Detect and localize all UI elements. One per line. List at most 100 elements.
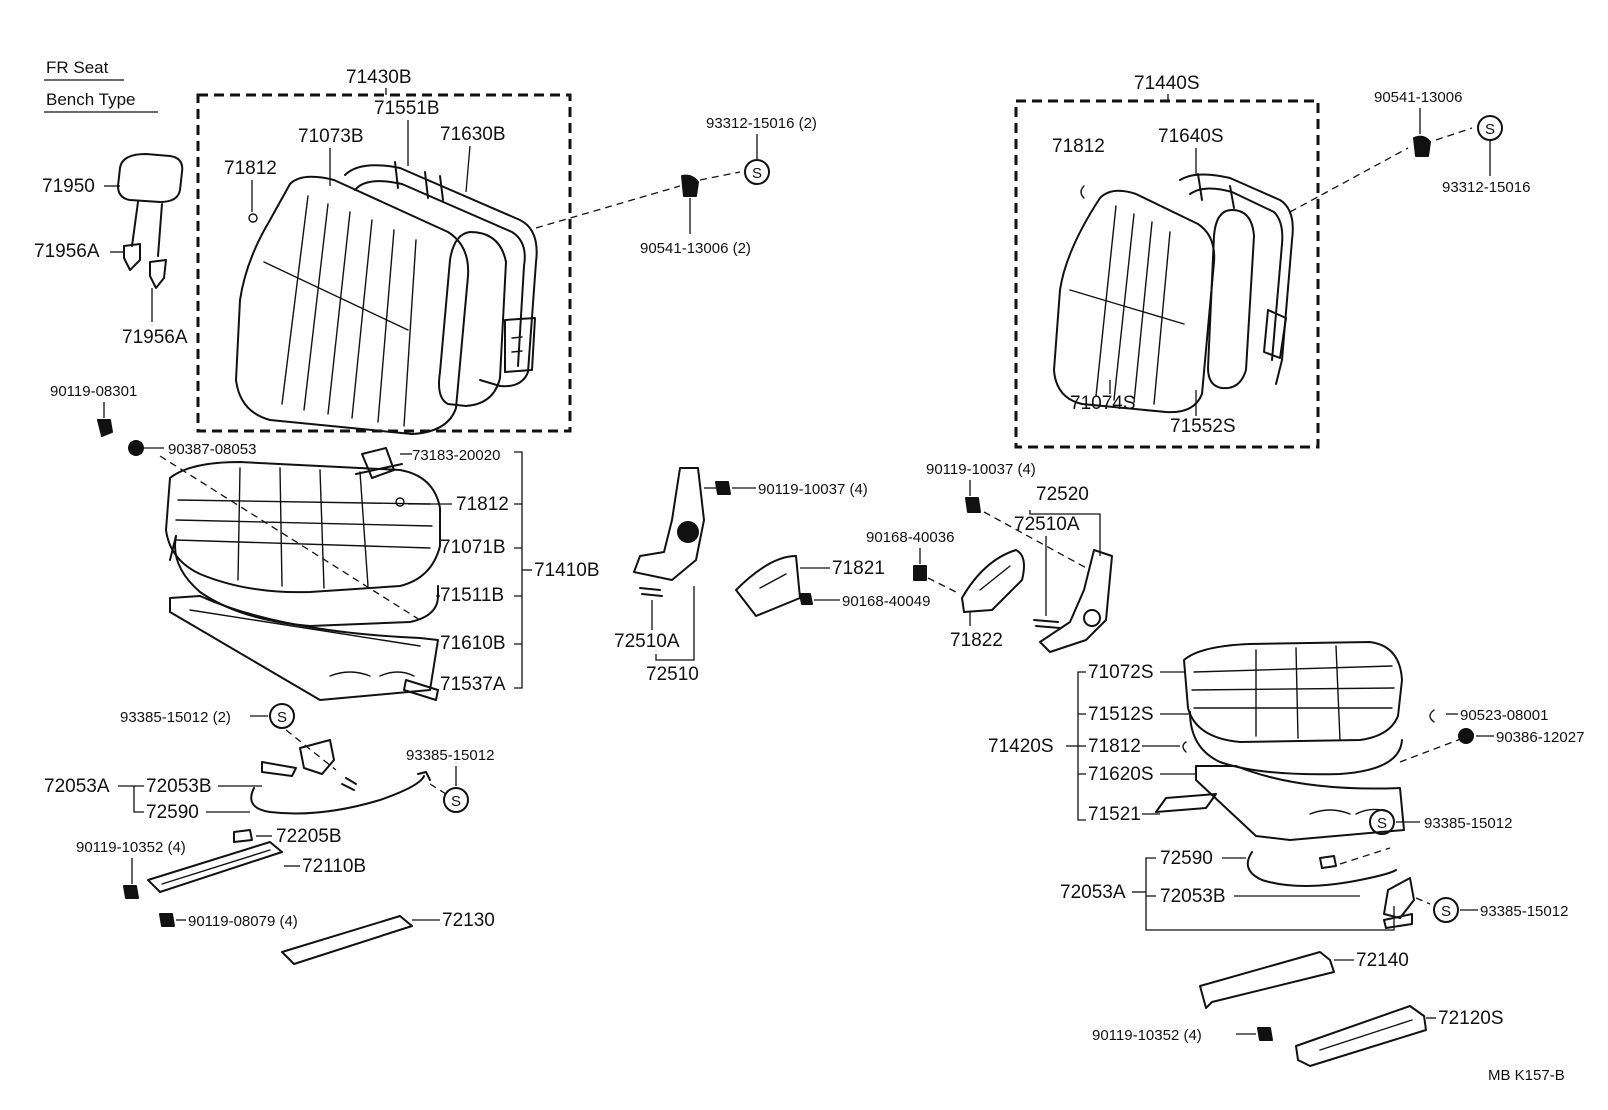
label-93312-15016: 93312-15016 (1442, 179, 1530, 196)
hinge-cover-icon (355, 447, 403, 479)
screw-icon-2 (913, 565, 927, 581)
rail-icon-72110B (147, 841, 283, 893)
clip-icon (248, 213, 258, 223)
label-90541-13006-2: 90541-13006 (2) (640, 240, 751, 257)
label-90168-40036: 90168-40036 (866, 529, 954, 546)
left-adjuster-group: 93385-15012 (2) S 93385-15012 S 72053A 7… (44, 703, 495, 965)
lever-icon-right (1383, 877, 1415, 919)
right-hinge-group: 90119-10037 (4) 72520 72510A (926, 461, 1113, 653)
label-90387-08053: 90387-08053 (168, 441, 256, 458)
bolt-icon-rail-left-2 (159, 913, 175, 927)
svg-text:S: S (1485, 121, 1495, 138)
label-71630B: 71630B (440, 124, 506, 145)
screw-icon (799, 593, 813, 605)
label-72590-l: 72590 (146, 802, 199, 823)
stamp-icon-adjuster-right (1433, 897, 1459, 923)
label-71512S: 71512S (1088, 704, 1154, 725)
label-71950: 71950 (42, 176, 95, 197)
bolt-icon-rail-right (1257, 1027, 1273, 1041)
label-71956A-a: 71956A (34, 241, 100, 262)
hinge-icon (633, 467, 705, 581)
right-seatback-group: 71440S 71812 71640S 71074S 71552S (1014, 73, 1320, 449)
label-90523-08001: 90523-08001 (1460, 707, 1548, 724)
label-90119-10037-4-a: 90119-10037 (4) (758, 481, 868, 498)
spring-icon (639, 587, 663, 597)
spring-icon-2 (1033, 619, 1061, 629)
stamp-icon-cushion-right (1369, 809, 1395, 835)
label-71410B: 71410B (534, 560, 600, 581)
label-72590-r: 72590 (1160, 848, 1213, 869)
label-71640S: 71640S (1158, 126, 1224, 147)
label-71073B: 71073B (298, 126, 364, 147)
svg-text:S: S (1441, 903, 1451, 920)
clip-icon-right-2 (1429, 709, 1435, 723)
bolt-icon-rail-left (123, 885, 139, 899)
label-72120S: 72120S (1438, 1008, 1504, 1029)
hinge-pivot-icon (677, 521, 699, 543)
bolt-icon-hinge-2 (965, 497, 981, 513)
cap-icon-right (1413, 135, 1431, 157)
label-71521: 71521 (1088, 804, 1141, 825)
svg-text:S: S (752, 165, 762, 182)
cap-icon (681, 174, 699, 197)
rail-icon-72120S (1295, 1005, 1427, 1067)
label-71072S: 71072S (1088, 662, 1154, 683)
label-71074S: 71074S (1070, 393, 1136, 414)
svg-text:S: S (277, 709, 287, 726)
left-back-fasteners: S 93312-15016 (2) 90541-13006 (2) (535, 115, 817, 257)
lever-handle-icon-right (1383, 913, 1413, 929)
left-seatback-boundary (196, 93, 572, 433)
label-71440S: 71440S (1134, 73, 1200, 94)
clip-icon-right (1080, 185, 1085, 199)
stamp-icon-adjuster-left-2 (443, 787, 469, 813)
label-71620S: 71620S (1088, 764, 1154, 785)
lever-handle-icon (261, 761, 297, 777)
nut-icon (128, 440, 144, 456)
label-72205B: 72205B (276, 826, 342, 847)
left-cushion-group: 90119-08301 90387-08053 73183-20020 7181… (50, 383, 600, 701)
right-seatback-boundary (1014, 99, 1320, 449)
label-71812-back-right: 71812 (1052, 136, 1105, 157)
rail-icon-72130 (281, 915, 413, 965)
label-93385-15012-l: 93385-15012 (406, 747, 494, 764)
label-72110B: 72110B (302, 856, 366, 877)
label-93385-15012-r2: 93385-15012 (1480, 903, 1568, 920)
right-back-fasteners: S 90541-13006 93312-15016 (1289, 89, 1530, 213)
label-90119-08301: 90119-08301 (50, 383, 137, 400)
cover-icon-71822 (961, 549, 1025, 613)
svg-text:S: S (1377, 815, 1387, 832)
clip-icon-cushion (395, 497, 405, 507)
label-71420S: 71420S (988, 736, 1054, 757)
label-71430B: 71430B (346, 67, 412, 88)
rod-icon (403, 679, 439, 701)
label-71821: 71821 (832, 558, 885, 579)
header-line2: Bench Type (46, 90, 135, 109)
label-72130: 72130 (442, 910, 495, 931)
hinge-pivot-icon-2 (1083, 609, 1101, 627)
label-93385-15012-2: 93385-15012 (2) (120, 709, 231, 726)
strip-icon (1155, 793, 1217, 813)
label-90119-10352-4-l: 90119-10352 (4) (76, 839, 186, 856)
headrest-icon (117, 153, 184, 203)
right-adjuster-group: 72053A 72590 72053B S 93385-15012 72140 … (1060, 847, 1568, 1067)
diagram-header: FR Seat Bench Type (44, 58, 158, 113)
label-72053A-l: 72053A (44, 776, 110, 797)
label-71812-back-left: 71812 (224, 158, 277, 179)
right-cushion-group: 90523-08001 90386-12027 71420S 71072S 71… (988, 641, 1584, 841)
label-90119-10037-4-b: 90119-10037 (4) (926, 461, 1036, 478)
label-90168-40049: 90168-40049 (842, 593, 930, 610)
label-72510: 72510 (646, 664, 699, 685)
label-71551B: 71551B (374, 98, 440, 119)
label-72520: 72520 (1036, 484, 1089, 505)
label-71552S: 71552S (1170, 416, 1236, 437)
clip-icon-cushion-right (1182, 741, 1187, 753)
label-90119-10352-4-r: 90119-10352 (4) (1092, 1027, 1202, 1044)
label-90119-08079-4: 90119-08079 (4) (188, 913, 298, 930)
label-93312-15016-2: 93312-15016 (2) (706, 115, 817, 132)
label-90541-13006: 90541-13006 (1374, 89, 1462, 106)
label-71812-cushion-left: 71812 (456, 494, 509, 515)
left-seatback-group: 71430B 71551B 71073B 71630B 71812 (196, 67, 572, 435)
label-71822: 71822 (950, 630, 1003, 651)
label-93385-15012-r1: 93385-15012 (1424, 815, 1512, 832)
